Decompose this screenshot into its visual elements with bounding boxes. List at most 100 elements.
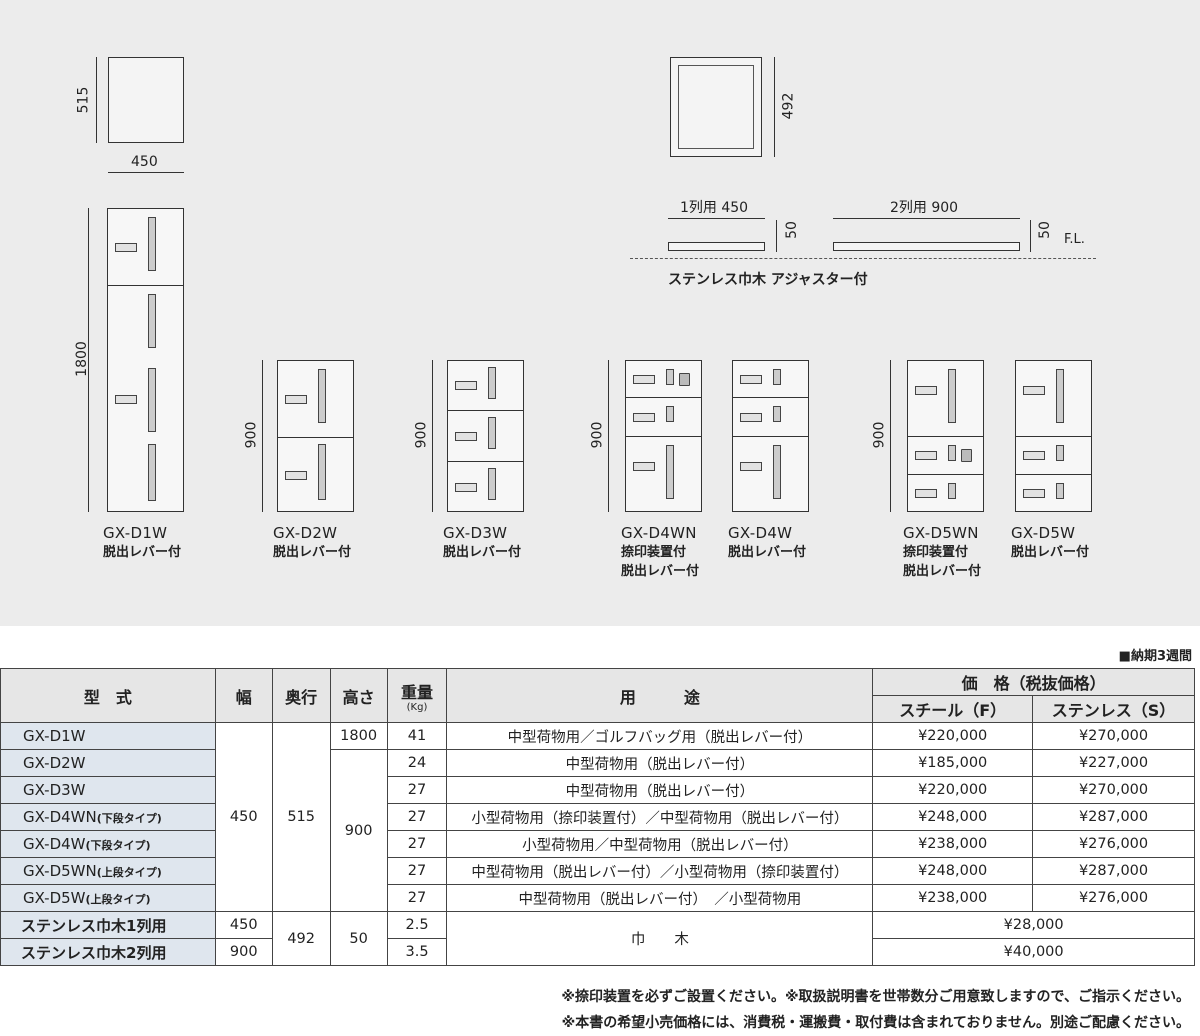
locker-gx-d3w xyxy=(447,360,524,512)
locker-gx-d4w xyxy=(732,360,809,512)
model-cell: GX-D4W(下段タイプ) xyxy=(0,830,216,858)
base-1-height: 50 xyxy=(783,221,800,239)
use-cell: 巾 木 xyxy=(446,911,874,966)
footnote-2: ※本書の希望小売価格には、消費税・運搬費・取付費は含まれておりません。別途ご配慮… xyxy=(561,1015,1190,1031)
compartment xyxy=(1016,475,1091,513)
height-dimension: 900 xyxy=(413,421,430,449)
height-cell: 900 xyxy=(329,749,388,912)
compartment xyxy=(908,437,983,475)
locker-note: 捺印装置付 xyxy=(903,545,969,560)
base-caption: ステンレス巾木 アジャスター付 xyxy=(668,272,868,288)
handle-icon xyxy=(1056,483,1064,499)
compartment xyxy=(626,398,701,437)
handle-icon xyxy=(318,369,326,423)
base-2-side xyxy=(833,242,1020,251)
weight-cell: 3.5 xyxy=(386,938,448,966)
header-model: 型 式 xyxy=(0,668,216,723)
steel-price-cell: ¥238,000 xyxy=(872,830,1034,858)
height-dimension: 900 xyxy=(243,421,260,449)
steel-price-cell: ¥248,000 xyxy=(872,857,1034,885)
handle-icon xyxy=(948,369,956,423)
handle-icon xyxy=(1056,369,1064,423)
height-cell: 50 xyxy=(329,911,388,966)
locker-note: 脱出レバー付 xyxy=(103,545,182,560)
lock-icon xyxy=(915,451,937,460)
steel-price-cell: ¥185,000 xyxy=(872,749,1034,777)
header-steel: スチール（F） xyxy=(872,695,1034,723)
header-width: 幅 xyxy=(214,668,273,723)
lock-icon xyxy=(740,412,762,422)
handle-icon xyxy=(148,444,156,501)
lock-icon xyxy=(633,462,655,472)
compartment xyxy=(626,437,701,513)
handle-icon xyxy=(488,417,496,449)
locker-note: 脱出レバー付 xyxy=(273,545,352,560)
height-cell: 1800 xyxy=(329,722,388,750)
handle-icon xyxy=(948,445,956,461)
locker-top-view xyxy=(108,57,184,143)
lock-icon xyxy=(285,470,307,480)
base-2-height: 50 xyxy=(1036,221,1053,239)
depth-cell: 492 xyxy=(271,911,331,966)
lock-icon xyxy=(740,462,762,472)
handle-icon xyxy=(318,444,326,500)
compartment xyxy=(278,438,353,513)
locker-gx-d5wn xyxy=(907,360,984,512)
lock-icon xyxy=(1023,451,1045,460)
lock-icon xyxy=(455,381,477,390)
use-cell: 小型荷物用（捺印装置付）／中型荷物用（脱出レバー付） xyxy=(446,803,874,831)
locker-code: GX-D5W xyxy=(1011,524,1076,542)
stainless-price-cell: ¥227,000 xyxy=(1032,749,1195,777)
width-cell: 450 xyxy=(214,722,273,912)
handle-icon xyxy=(773,369,781,385)
stamp-device-icon xyxy=(679,372,690,386)
compartment xyxy=(278,361,353,438)
base-2-label: 2列用 900 xyxy=(890,200,959,216)
use-cell: 中型荷物用（脱出レバー付） xyxy=(446,749,874,777)
compartment xyxy=(626,361,701,398)
price-table: 型 式 幅 奥行 高さ 重量(Kg) 用 途 価 格（税抜価格） スチール（F）… xyxy=(0,668,1195,966)
stamp-device-icon xyxy=(961,449,972,462)
delivery-note: ■納期3週間 xyxy=(1118,649,1192,664)
use-cell: 中型荷物用（脱出レバー付） ／小型荷物用 xyxy=(446,884,874,912)
base-depth: 492 xyxy=(780,92,797,120)
handle-icon xyxy=(1056,445,1064,461)
weight-cell: 24 xyxy=(386,749,448,777)
base-top-view xyxy=(670,57,762,157)
header-use: 用 途 xyxy=(446,668,874,723)
base-1-side xyxy=(668,242,765,251)
dimension-diagram: 515 450 492 1列用 450 50 2列用 900 50 F.L. ス… xyxy=(0,0,1200,626)
model-cell: ステンレス巾木1列用 xyxy=(0,911,216,939)
handle-icon xyxy=(666,369,674,385)
use-cell: 中型荷物用（脱出レバー付）／小型荷物用（捺印装置付） xyxy=(446,857,874,885)
price-cell: ¥40,000 xyxy=(872,938,1195,966)
compartment xyxy=(448,462,523,513)
lock-icon xyxy=(740,374,762,384)
model-cell: GX-D3W xyxy=(0,776,216,804)
compartment xyxy=(908,361,983,437)
price-cell: ¥28,000 xyxy=(872,911,1195,939)
model-cell: GX-D4WN(下段タイプ) xyxy=(0,803,216,831)
header-depth: 奥行 xyxy=(271,668,331,723)
weight-cell: 27 xyxy=(386,776,448,804)
header-price: 価 格（税抜価格） xyxy=(872,668,1195,696)
compartment xyxy=(448,411,523,462)
locker-gx-d5w xyxy=(1015,360,1092,512)
handle-icon xyxy=(666,406,674,422)
locker-code: GX-D2W xyxy=(273,524,338,542)
locker-note: 脱出レバー付 xyxy=(443,545,522,560)
locker-code: GX-D1W xyxy=(103,524,168,542)
footnote-1: ※捺印装置を必ずご設置ください。※取扱説明書を世帯数分ご用意致しますので、ご指示… xyxy=(561,989,1190,1005)
stainless-price-cell: ¥287,000 xyxy=(1032,803,1195,831)
use-cell: 中型荷物用／ゴルフバッグ用（脱出レバー付） xyxy=(446,722,874,750)
model-cell: GX-D5W(上段タイプ) xyxy=(0,884,216,912)
header-weight: 重量(Kg) xyxy=(386,668,448,723)
compartment xyxy=(733,398,808,437)
height-dimension: 1800 xyxy=(73,341,90,377)
